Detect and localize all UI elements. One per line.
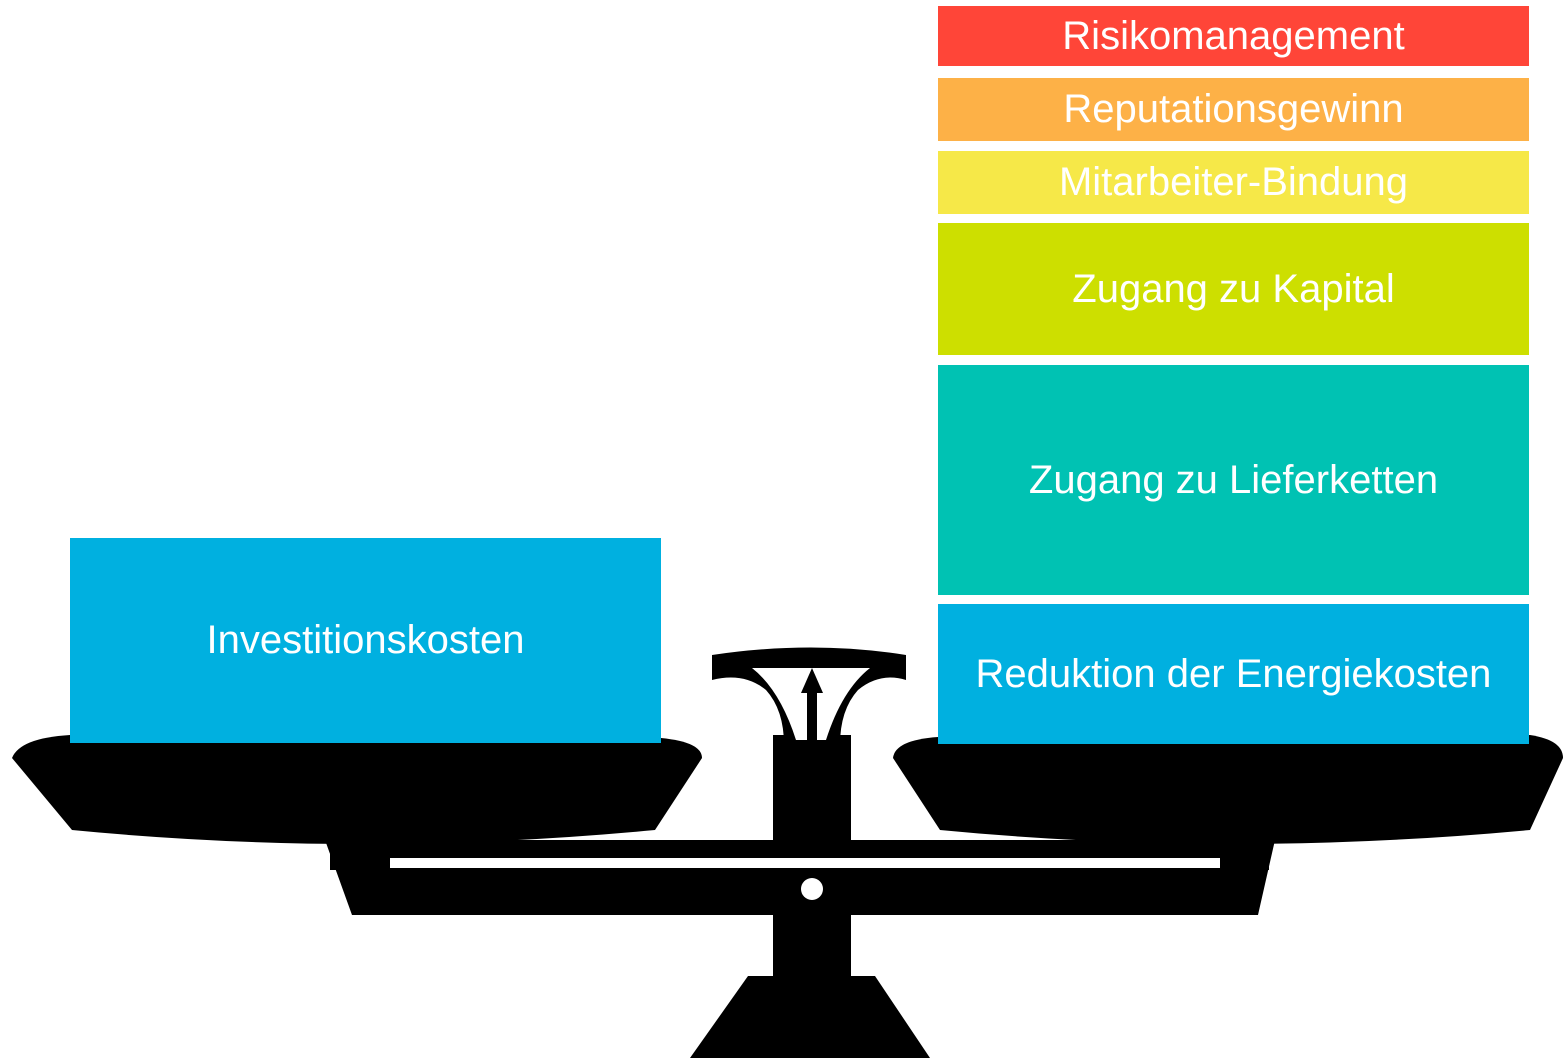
scale-needle [807, 690, 817, 740]
reputation-gain-label: Reputationsgewinn [1063, 87, 1404, 131]
beam-slot-left [390, 858, 1220, 868]
risk-management-label: Risikomanagement [1062, 13, 1405, 58]
capital-access-label: Zugang zu Kapital [1072, 266, 1395, 311]
scale-needle-arrow [801, 668, 823, 693]
investment-costs-label: Investitionskosten [206, 618, 525, 662]
scale-base [690, 976, 930, 1058]
supply-chain-access-box: Zugang zu Lieferketten [938, 365, 1529, 595]
energy-cost-reduction-box: Reduktion der Energiekosten [938, 604, 1529, 744]
employee-retention-label: Mitarbeiter-Bindung [1058, 160, 1409, 204]
risk-management-box: Risikomanagement [938, 6, 1529, 66]
energy-cost-reduction-label: Reduktion der Energiekosten [975, 651, 1492, 696]
left-pan [12, 735, 702, 844]
scale-beam [325, 840, 1275, 915]
reputation-gain-box: Reputationsgewinn [938, 78, 1529, 141]
investment-costs-box: Investitionskosten [70, 538, 661, 743]
capital-access-box: Zugang zu Kapital [938, 223, 1529, 355]
scale-pivot [801, 878, 823, 900]
employee-retention-box: Mitarbeiter-Bindung [938, 151, 1529, 214]
supply-chain-access-label: Zugang zu Lieferketten [1028, 457, 1439, 502]
right-pan [893, 735, 1563, 844]
